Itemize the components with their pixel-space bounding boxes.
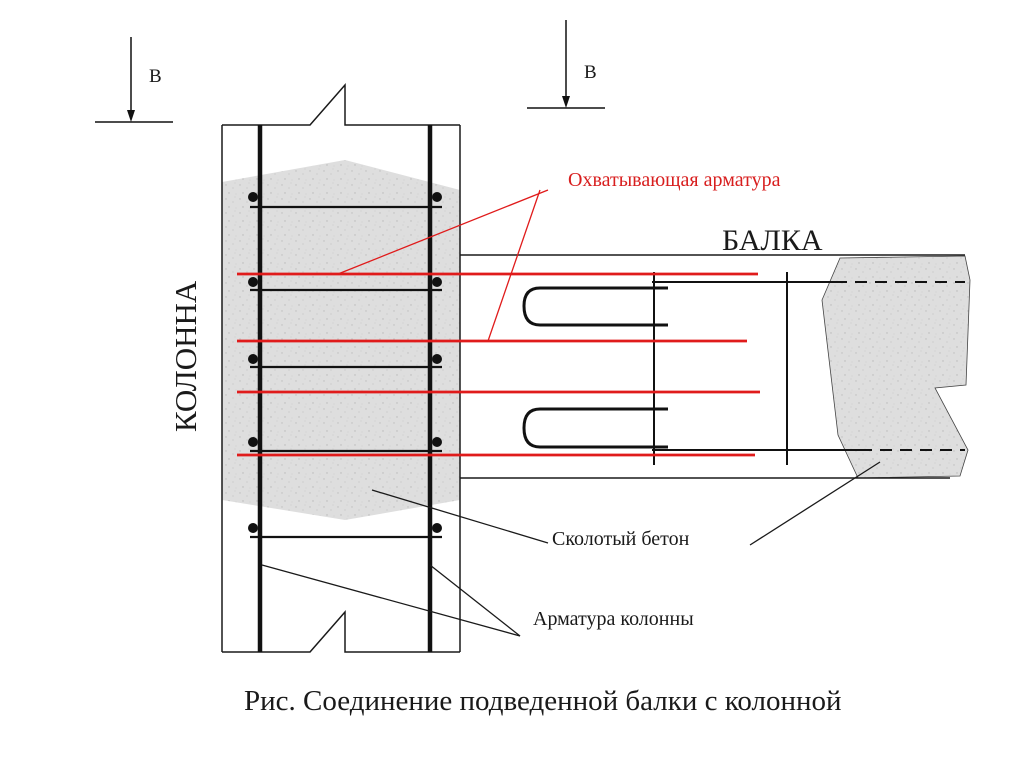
wrap-rebar	[237, 272, 760, 457]
label-leaders	[261, 461, 881, 637]
beam-label: БАЛКА	[722, 224, 823, 257]
figure-caption: Рис. Соединение подведенной балки с коло…	[244, 685, 842, 717]
wrap-rebar-label: Охватывающая арматура	[568, 169, 781, 191]
beam-hooked-bars	[522, 286, 668, 449]
section-letter-right: В	[584, 62, 597, 83]
beam-stirrups	[653, 272, 788, 465]
section-marker-left: В	[95, 37, 173, 123]
column-rebar-label: Арматура колонны	[533, 608, 694, 630]
beam-longitudinal-rebar	[652, 281, 860, 451]
column-label: КОЛОННА	[168, 280, 203, 432]
beam-concrete-end	[821, 255, 971, 479]
column-ties	[250, 205, 442, 539]
section-letter-left: В	[149, 66, 162, 87]
column-outline	[221, 83, 461, 653]
spalled-concrete-label: Сколотый бетон	[552, 528, 690, 550]
beam-outline	[460, 254, 965, 479]
section-marker-right: В	[527, 20, 605, 109]
column-longitudinal-rebar	[257, 125, 433, 652]
tie-corner-dots	[248, 192, 442, 533]
wrap-rebar-leaders	[337, 189, 549, 342]
beam-rebar-dashed	[835, 281, 965, 451]
